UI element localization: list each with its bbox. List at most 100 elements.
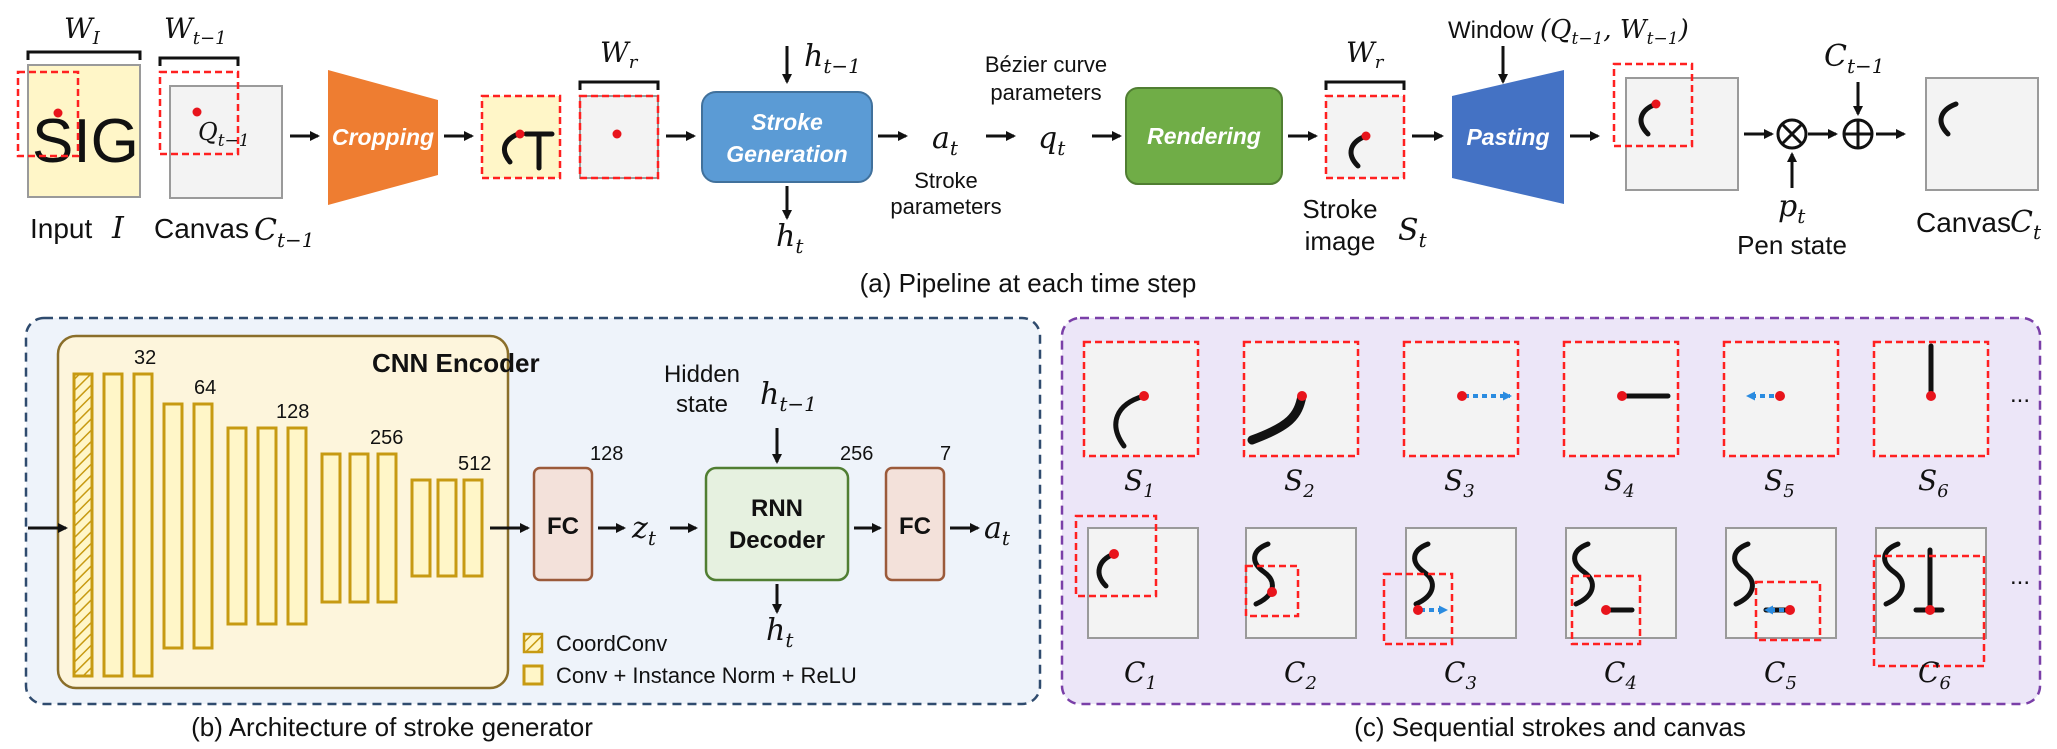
pipeline-panel: SIG WI Input I Qt−1 Wt−1 Canvas Ct−1 Cro… bbox=[16, 12, 2042, 298]
multiply-operator bbox=[1776, 118, 1808, 150]
pasting-block: Pasting bbox=[1452, 70, 1564, 204]
canvas-c1 bbox=[1074, 514, 1199, 639]
pasting-label: Pasting bbox=[1466, 124, 1549, 150]
sig-text: SIG bbox=[32, 107, 139, 176]
pen-position-dot bbox=[1651, 99, 1661, 109]
c3-label: C3 bbox=[1444, 656, 1477, 694]
window-box bbox=[158, 70, 240, 156]
legend-coordconv: CoordConv bbox=[556, 631, 667, 656]
canvas-out: Canvas Ct bbox=[1916, 77, 2042, 244]
p-t-label: pt bbox=[1778, 189, 1806, 228]
stroke-gen-line2: Generation bbox=[726, 141, 847, 167]
canvas-prev: Qt−1 Wt−1 Canvas Ct−1 bbox=[154, 12, 315, 252]
s4-label: S4 bbox=[1604, 464, 1635, 502]
canvas-c3 bbox=[1382, 527, 1517, 646]
ellipsis-bottom: ... bbox=[2010, 563, 2030, 590]
hidden-line1: Hidden bbox=[664, 361, 740, 388]
s-t-label: St bbox=[1398, 213, 1428, 252]
stroke-s5 bbox=[1722, 340, 1840, 458]
canvas-c2 bbox=[1244, 527, 1357, 639]
stroke-s4 bbox=[1562, 340, 1680, 458]
input-image: SIG WI Input I bbox=[16, 12, 142, 246]
c-t1-label: Ct−1 bbox=[1824, 39, 1885, 78]
conv-layer bbox=[376, 452, 398, 604]
canvas-c4 bbox=[1565, 527, 1677, 646]
q-t-label: qt bbox=[1038, 121, 1066, 160]
stroke-s1 bbox=[1082, 340, 1200, 458]
conv-layer bbox=[436, 478, 458, 578]
conv-layer bbox=[462, 478, 484, 578]
fc2-block bbox=[884, 466, 946, 582]
caption-a: (a) Pipeline at each time step bbox=[860, 268, 1197, 298]
stroke-generation-block: Stroke Generation bbox=[701, 91, 873, 183]
conv-layer bbox=[102, 372, 124, 678]
c2-label: C2 bbox=[1284, 656, 1317, 694]
cropped-patch bbox=[480, 94, 562, 180]
conv-layer bbox=[192, 402, 214, 650]
canvas-out-symbol: Ct bbox=[2010, 205, 2042, 244]
fc1-dim: 128 bbox=[590, 443, 623, 465]
stroke-s2 bbox=[1242, 340, 1360, 458]
window-label: Window (Qt−1, Wt−1) bbox=[1448, 15, 1689, 49]
channels-256: 256 bbox=[370, 427, 403, 449]
conv-layer bbox=[286, 426, 308, 626]
cropping-block: Cropping bbox=[328, 70, 438, 205]
sequence-panel: ... S1 S2 S3 S4 S5 S6 bbox=[1060, 316, 2042, 742]
w-i-label: WI bbox=[64, 12, 101, 49]
rnn-dim: 256 bbox=[840, 443, 873, 465]
wi-bracket bbox=[26, 50, 142, 60]
stroke-gen-line1: Stroke bbox=[751, 109, 823, 135]
hidden-line2: state bbox=[676, 391, 728, 418]
stroke-s6 bbox=[1872, 340, 1990, 458]
legend-coordconv-swatch bbox=[522, 632, 544, 654]
bezier-line1: Bézier curve bbox=[985, 52, 1107, 77]
a-t-label: at bbox=[932, 121, 959, 160]
pasted-canvas bbox=[1612, 62, 1739, 191]
pen-position-dot bbox=[515, 129, 525, 139]
wr-bracket bbox=[578, 80, 660, 90]
input-label: Input bbox=[30, 213, 92, 244]
caption-c: (c) Sequential strokes and canvas bbox=[1354, 712, 1746, 742]
rendering-block: Rendering bbox=[1125, 87, 1283, 185]
rnn-decoder-block bbox=[704, 466, 850, 582]
pen-position-dot bbox=[612, 129, 622, 139]
s2-label: S2 bbox=[1284, 464, 1315, 502]
conv-layer bbox=[226, 426, 248, 626]
conv-layer bbox=[410, 478, 432, 578]
stroke-image: Wr Stroke image St bbox=[1302, 36, 1427, 256]
canvas-symbol: Ct−1 bbox=[254, 213, 315, 252]
canvas-label: Canvas bbox=[154, 213, 249, 244]
canvas-c6 bbox=[1872, 527, 1987, 668]
stroke-params-line2: parameters bbox=[890, 194, 1001, 219]
rnn-line1: RNN bbox=[751, 495, 803, 522]
w-t1-label: Wt−1 bbox=[164, 12, 227, 49]
rendering-label: Rendering bbox=[1147, 123, 1261, 149]
glyph-stroke bbox=[523, 131, 555, 171]
stroke-image-line1: Stroke bbox=[1302, 194, 1377, 224]
fc1-block bbox=[532, 466, 594, 582]
conv-layer bbox=[256, 426, 278, 626]
conv-layer bbox=[348, 452, 370, 604]
channels-32: 32 bbox=[134, 347, 156, 369]
w-r2-label: Wr bbox=[1346, 36, 1385, 73]
wr-bracket bbox=[1324, 80, 1406, 90]
conv-layer bbox=[162, 402, 184, 650]
glyph-stroke bbox=[501, 131, 521, 165]
legend-conv: Conv + Instance Norm + ReLU bbox=[556, 663, 857, 688]
canvas-patch: Wr bbox=[578, 36, 660, 180]
add-operator bbox=[1842, 118, 1874, 150]
bezier-line2: parameters bbox=[990, 80, 1101, 105]
channels-512: 512 bbox=[458, 453, 491, 475]
ellipsis-top: ... bbox=[2010, 381, 2030, 408]
coordconv-layer bbox=[72, 372, 94, 678]
glyph-stroke bbox=[1938, 101, 1959, 137]
conv-layer bbox=[132, 372, 154, 678]
pen-position-dot bbox=[53, 108, 63, 118]
pen-position-dot bbox=[1361, 131, 1371, 141]
canvas-c5 bbox=[1725, 527, 1837, 642]
architecture-panel: CNN Encoder 32 64 128 256 512 CoordConv … bbox=[24, 316, 1042, 742]
rnn-line2: Decoder bbox=[729, 527, 825, 554]
pen-position-dot bbox=[192, 107, 202, 117]
wt-bracket bbox=[158, 56, 240, 66]
